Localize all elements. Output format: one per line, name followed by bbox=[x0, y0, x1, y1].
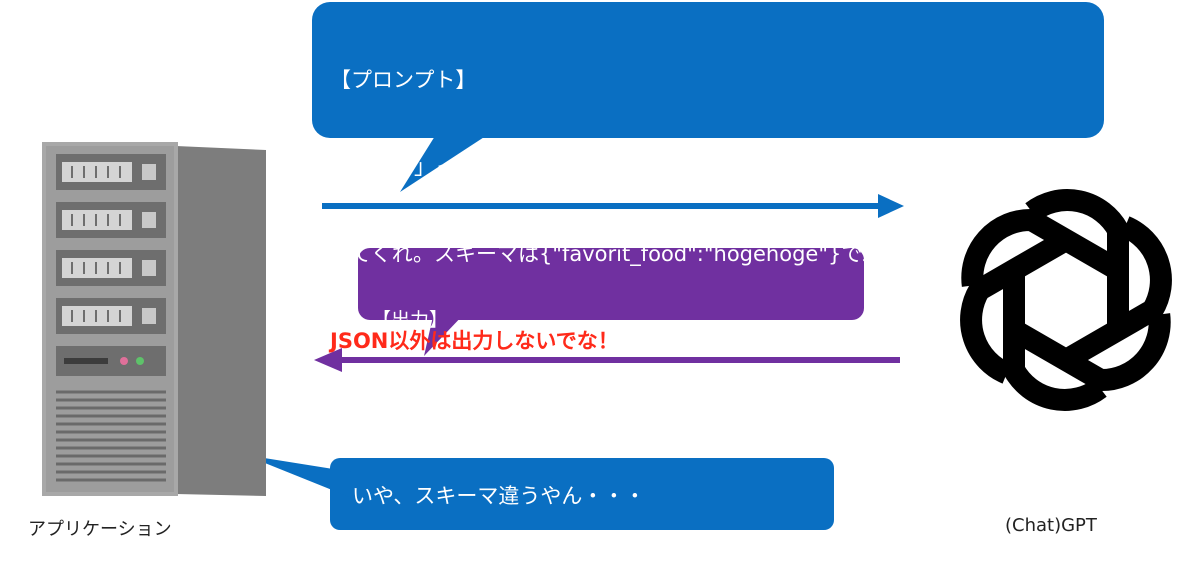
output-bubble bbox=[358, 248, 864, 356]
application-label: アプリケーション bbox=[28, 519, 172, 540]
reply-bubble-text: いや、スキーマ違うやん・・・ bbox=[352, 484, 646, 508]
request-arrow bbox=[322, 194, 904, 218]
prompt-line-1: 「〜〜〜」っていう入力からユーザーの好きな食べ物をJSONで返 bbox=[330, 155, 948, 179]
server-tower-icon bbox=[42, 142, 266, 496]
prompt-title: 【プロンプト】 bbox=[330, 68, 477, 92]
response-arrow bbox=[314, 348, 900, 372]
reply-bubble bbox=[245, 455, 834, 530]
server-control-panel bbox=[56, 346, 166, 376]
output-title: 【出力】 bbox=[372, 309, 449, 331]
prompt-bubble bbox=[312, 2, 1104, 192]
output-bubble-text: 【出力】 {"FavoritFood":"ラーメン"} bbox=[372, 258, 623, 433]
server-vent bbox=[56, 390, 166, 482]
openai-logo-icon bbox=[960, 189, 1172, 411]
output-json: {"FavoritFood":"ラーメン"} bbox=[372, 384, 623, 406]
drive-bays bbox=[56, 154, 166, 334]
prompt-line-2: してくれ。スキーマは{"favorit_food":"hogehoge"}で頼む… bbox=[330, 242, 947, 266]
gpt-label: (Chat)GPT bbox=[1005, 515, 1097, 536]
prompt-warning: JSON以外は出力しないでな！ bbox=[330, 329, 619, 353]
prompt-bubble-text: 【プロンプト】 「〜〜〜」っていう入力からユーザーの好きな食べ物をJSONで返 … bbox=[330, 8, 947, 385]
